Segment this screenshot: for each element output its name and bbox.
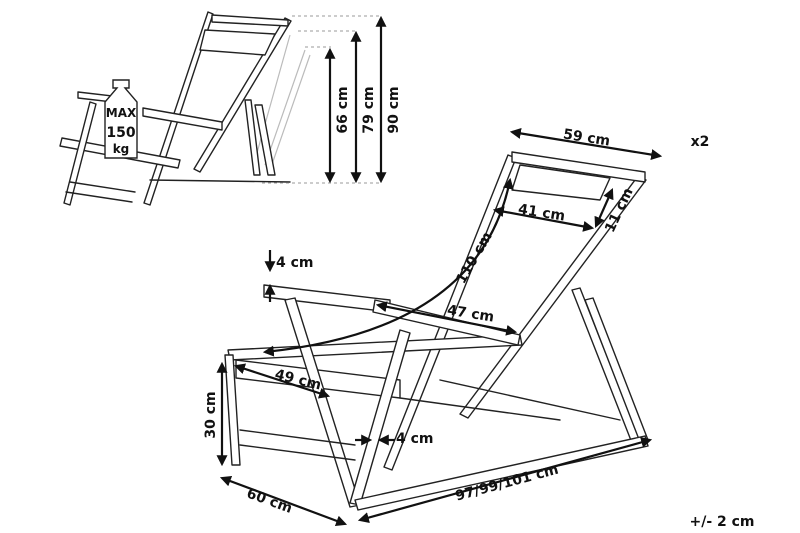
main-chair-drawing — [224, 151, 649, 511]
weight-value: 150 — [106, 125, 135, 141]
headrest-height-label: 11 cm — [602, 186, 636, 236]
leg-thickness-label: 4 cm — [396, 431, 434, 447]
headrest-width-label: 41 cm — [517, 201, 566, 224]
main-dimension-lines — [216, 127, 663, 527]
width-label: 60 cm — [244, 486, 294, 517]
height-dimension-lines — [262, 15, 387, 184]
top-width-label: 59 cm — [562, 126, 611, 149]
armrest-thickness-label: 4 cm — [276, 255, 314, 271]
seat-height-label: 30 cm — [203, 391, 219, 438]
height-mid-label: 79 cm — [361, 86, 377, 133]
weight-max-label: MAX — [106, 106, 137, 120]
small-chair-drawing — [59, 11, 311, 206]
weight-icon — [104, 79, 138, 159]
height-low-label: 66 cm — [335, 86, 351, 133]
quantity-label: x2 — [691, 134, 710, 150]
armrest-length-label: 47 cm — [446, 302, 495, 325]
tolerance-label: +/- 2 cm — [689, 514, 754, 530]
height-high-label: 90 cm — [386, 86, 402, 133]
weight-unit: kg — [113, 142, 130, 156]
